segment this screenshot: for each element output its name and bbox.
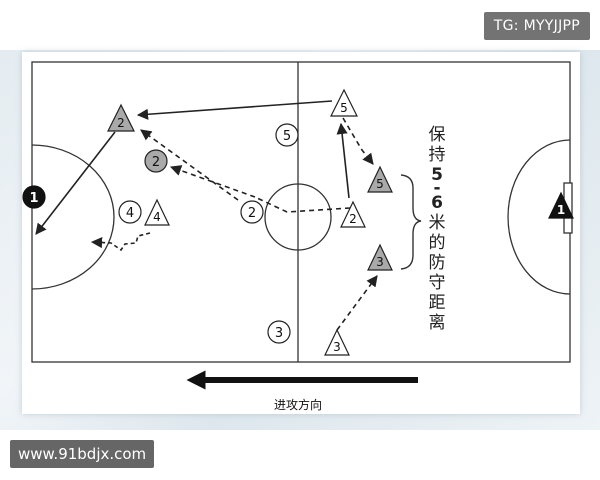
attacker-2-marker: 2 (240, 200, 264, 224)
attacker-1-marker: 1 (22, 185, 46, 209)
note-char: 距 (429, 293, 446, 313)
run-line (336, 122, 350, 199)
note-char: 离 (429, 313, 446, 333)
defender-3-marker: 3 (367, 243, 393, 271)
center-circle (264, 183, 332, 251)
note-char: 守 (429, 273, 446, 293)
note-char: 持 (429, 145, 446, 165)
defender-4-marker: 4 (144, 198, 170, 226)
pass-line (136, 100, 333, 120)
attacker-markers: 1 2 2 3 4 5 (22, 123, 299, 344)
defender-1-marker: 1 (548, 191, 574, 219)
note-char: 保 (429, 125, 446, 145)
attacker-5-marker: 5 (275, 123, 299, 147)
attacker-2-marker: 2 (144, 149, 168, 173)
svg-text:2: 2 (152, 155, 160, 170)
defender-markers: 1 2 2 3 3 4 5 5 (107, 88, 574, 356)
defender-3-marker: 3 (324, 328, 350, 356)
svg-text:4: 4 (153, 210, 161, 224)
movement-lines (35, 100, 378, 331)
defender-2-marker: 2 (340, 200, 366, 228)
svg-text:2: 2 (349, 212, 357, 226)
svg-text:2: 2 (248, 206, 256, 221)
svg-text:3: 3 (333, 340, 341, 354)
attacker-4-marker: 4 (118, 200, 142, 224)
pitch (31, 61, 573, 363)
dashed-run (169, 165, 256, 198)
pass-line (35, 131, 116, 235)
bottom-watermark: www.91bdjx.com (10, 440, 155, 468)
svg-text:5: 5 (283, 129, 291, 144)
svg-text:1: 1 (29, 191, 38, 206)
note-char: 6 (431, 193, 443, 213)
svg-text:1: 1 (557, 203, 565, 217)
note-char: 米 (429, 213, 446, 233)
svg-text:5: 5 (340, 101, 348, 115)
right-penalty-arc (507, 139, 571, 295)
defender-5-marker: 5 (330, 88, 358, 117)
dashed-run (254, 196, 351, 213)
dashed-run (140, 129, 239, 201)
svg-text:3: 3 (275, 326, 283, 341)
defender-2-marker: 2 (107, 103, 135, 132)
note-char: 防 (429, 253, 446, 273)
defender-5-marker: 5 (367, 165, 393, 193)
attack-direction-label: 进攻方向 (274, 397, 322, 412)
pitch-boundary (31, 61, 571, 363)
dashed-run (90, 232, 151, 252)
left-penalty-arc (31, 144, 115, 290)
defensive-distance-note: 保 持 5 - 6 米 的 防 守 距 离 (429, 125, 446, 333)
diagram-panel (22, 52, 580, 414)
dashed-run (336, 275, 378, 331)
svg-text:5: 5 (376, 177, 384, 191)
svg-text:3: 3 (376, 255, 384, 269)
note-char: 5 (431, 165, 443, 185)
distance-brace (400, 174, 422, 270)
note-char: 的 (429, 233, 446, 253)
top-watermark: TG: MYYJJPP (483, 12, 590, 40)
svg-text:4: 4 (126, 206, 134, 221)
dashed-run (342, 117, 374, 165)
note-char: - (433, 178, 440, 198)
attacker-3-marker: 3 (267, 320, 291, 344)
svg-text:2: 2 (117, 116, 125, 130)
